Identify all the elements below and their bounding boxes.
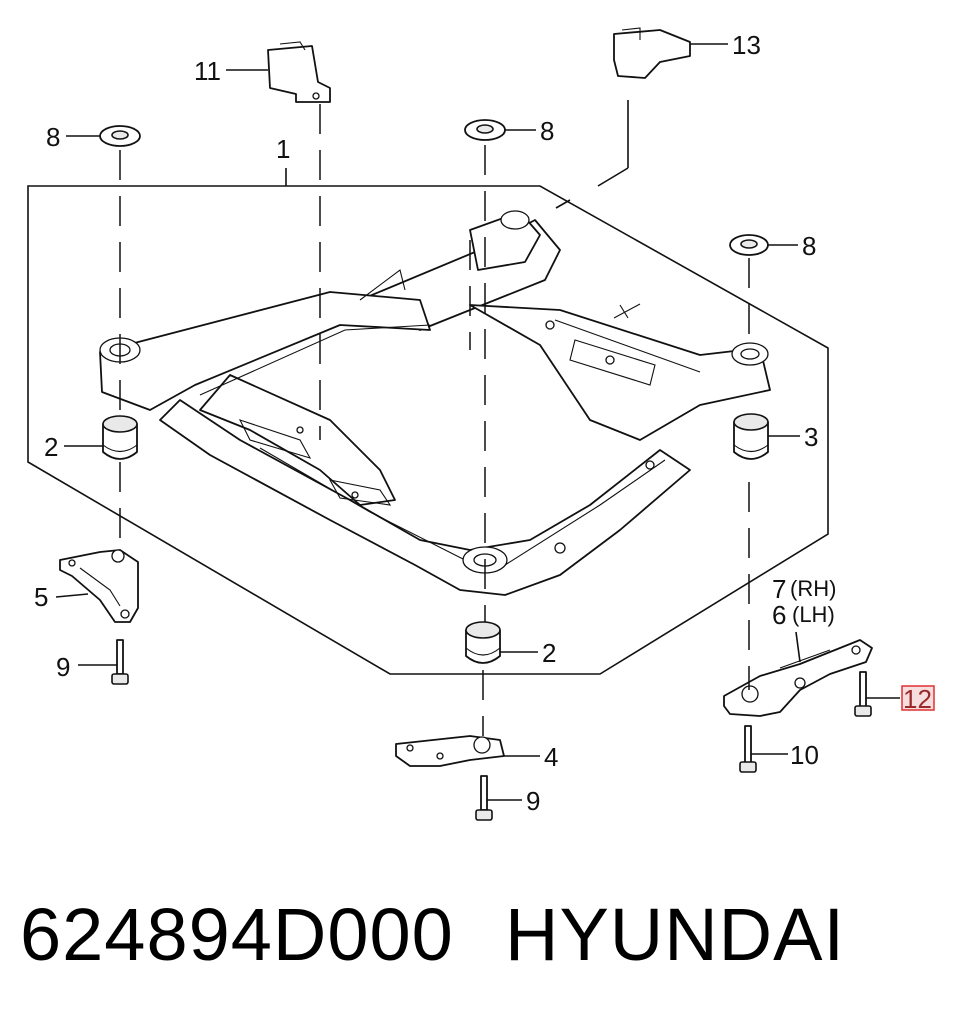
washer-left: [99, 125, 141, 147]
callout-2-left: 2: [44, 432, 58, 462]
bolt-12: [854, 671, 872, 717]
callout-6: 6: [772, 600, 786, 630]
bracket-11: [267, 41, 331, 103]
callout-7-note: (RH): [790, 576, 836, 601]
subframe-crossmember: [99, 210, 771, 596]
washer-center: [464, 119, 506, 141]
callout-9-center: 9: [526, 786, 540, 816]
brand-name: HYUNDAI: [505, 893, 846, 976]
bushing-rear-right: [733, 413, 769, 460]
bolt-9-center: [475, 775, 493, 821]
exploded-parts-diagram: 1 2 2 3 4 5 7 (RH) 6 (LH) 8 8 8 9 9 10 1…: [27, 27, 935, 821]
callout-10: 10: [790, 740, 819, 770]
callout-4: 4: [544, 742, 558, 772]
callout-8-right: 8: [802, 231, 816, 261]
callout-3: 3: [804, 422, 818, 452]
stay-4: [395, 735, 505, 767]
callout-8-center: 8: [540, 116, 554, 146]
bolt-10: [739, 725, 757, 773]
stay-6-7: [723, 639, 873, 717]
callout-13: 13: [732, 30, 761, 60]
callout-9-left: 9: [56, 652, 70, 682]
axis-13-mid: [555, 199, 571, 209]
callout-8-left: 8: [46, 122, 60, 152]
axis-13-diag: [597, 167, 629, 187]
callout-6-note: (LH): [792, 602, 835, 627]
callout-12-highlight: [901, 685, 935, 711]
callout-7: 7: [772, 574, 786, 604]
part-number: 624894D000: [20, 893, 454, 976]
washer-right: [729, 234, 769, 256]
callout-1: 1: [276, 134, 290, 164]
callout-11: 11: [194, 56, 221, 86]
callout-12: 12: [903, 684, 932, 714]
bushing-front-center: [465, 621, 501, 664]
bushing-front-left: [102, 415, 138, 460]
bracket-13: [613, 27, 691, 79]
part-info-footer: 624894D000 HYUNDAI: [0, 880, 959, 990]
callout-2-center: 2: [542, 638, 556, 668]
stay-5: [59, 549, 139, 623]
assembly-outline: [27, 185, 829, 675]
bolt-9-left: [111, 639, 129, 685]
callout-5: 5: [34, 582, 48, 612]
